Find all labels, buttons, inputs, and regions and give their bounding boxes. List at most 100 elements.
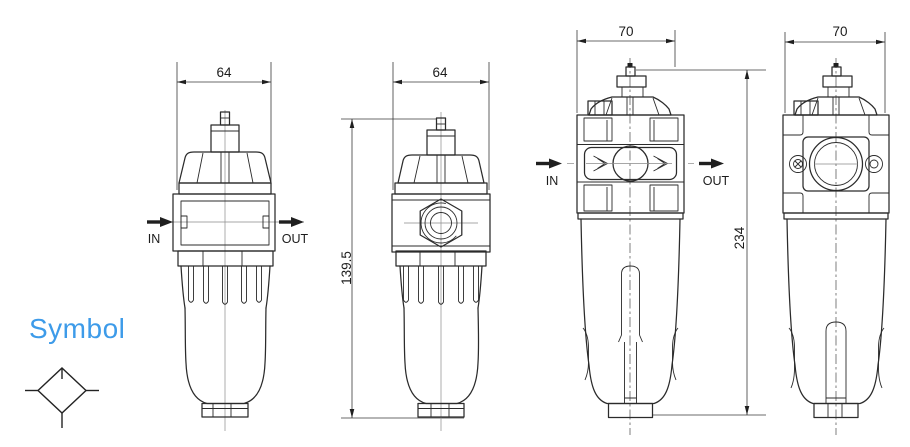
port-circle-outer [808, 136, 864, 192]
dimension-arrow-left [577, 38, 586, 44]
symbol-section: Symbol [25, 313, 125, 428]
top-tab-left [583, 117, 613, 142]
out-arrow-head [711, 158, 724, 169]
side-protrusion-divisions [800, 101, 811, 115]
out-arrow-head [291, 217, 304, 227]
dimension-arrow-right [262, 79, 271, 85]
symbol-section-title: Symbol [29, 313, 125, 344]
dimension-value: 70 [618, 24, 633, 39]
rib-section-sides [399, 265, 483, 309]
bowl-grooves [788, 327, 885, 389]
body-panel-lines [392, 199, 490, 247]
dimension-arrow-top [744, 70, 750, 79]
fill-plug-pin [831, 66, 842, 77]
out-label: OUT [282, 232, 309, 246]
adjuster-neck [621, 87, 644, 97]
width-dimension-64-front: 64 [176, 62, 272, 190]
in-flow-indicator: IN [147, 217, 173, 246]
bottom-tab-right [649, 184, 679, 212]
dimension-arrow-left [393, 79, 402, 85]
drain [813, 402, 859, 419]
view-lubricator-b-side: 70 [782, 24, 890, 435]
fill-plug-tip [833, 63, 839, 67]
dimension-arrow-right [666, 38, 675, 44]
in-arrow-head [549, 158, 562, 169]
hex-fitting [419, 198, 463, 248]
port-mark-left [180, 215, 188, 229]
width-dimension-70-side: 70 [784, 24, 886, 113]
drain [417, 402, 465, 418]
height-dimension-139-5: 139.5 [339, 118, 464, 419]
guard-ribs [188, 266, 262, 305]
drain-details [827, 403, 843, 418]
in-arrow-head [160, 217, 173, 227]
dimension-arrow-bottom [349, 409, 355, 418]
bowl-flange [177, 250, 274, 267]
drain [607, 402, 654, 419]
fill-plug-tip [627, 63, 633, 67]
dimension-arrow-left [785, 39, 794, 45]
adjuster-cap [616, 75, 647, 88]
width-dimension-64-side: 64 [392, 62, 490, 190]
dimension-value: 139.5 [339, 251, 354, 285]
width-dimension-70-front: 70 [576, 24, 676, 113]
bowl-grooves [582, 327, 679, 381]
lubricator-a-front-body [172, 111, 276, 418]
view-lubricator-b-front: 70 234 [536, 24, 766, 435]
sight-tube [825, 321, 847, 404]
port-circle-inner [430, 212, 452, 234]
view-lubricator-a-front: 64 IN [147, 62, 309, 431]
top-tab-right [649, 117, 679, 142]
sight-window [583, 146, 678, 181]
window-band-lines [577, 144, 684, 183]
out-flow-indicator: OUT [688, 158, 730, 188]
screw-left-cross [794, 160, 802, 168]
drain-details [418, 403, 464, 417]
corner-pads [783, 115, 889, 213]
bowl [184, 307, 267, 405]
in-label: IN [148, 232, 161, 246]
rib-section-sides [180, 265, 271, 309]
dimension-arrow-right [876, 39, 885, 45]
dome-cap-details [811, 97, 866, 116]
guard-ribs [403, 266, 479, 305]
port-circle-arc [420, 202, 462, 244]
body-block [172, 193, 276, 252]
dimension-value: 70 [832, 24, 847, 39]
dimension-arrow-left [177, 79, 186, 85]
bowl-rim [577, 212, 684, 220]
dimension-value: 64 [216, 65, 232, 80]
bowl-flange-divisions [419, 251, 456, 266]
adjuster-cap [822, 75, 853, 88]
extension-lines [392, 62, 490, 190]
fill-plug-pin [625, 66, 636, 77]
sight-tube [618, 265, 643, 404]
in-label: IN [546, 174, 559, 188]
bowl-flange-divisions [202, 251, 243, 266]
lubricator-b-front-body [576, 63, 685, 419]
screw-left [789, 155, 807, 173]
bowl [786, 218, 887, 405]
body-block [576, 114, 685, 214]
dimension-value: 64 [432, 65, 448, 80]
dimension-arrow-top [349, 119, 355, 128]
extension-lines [176, 62, 272, 190]
dimension-value: 234 [732, 226, 747, 249]
port-mark-right [262, 215, 270, 229]
bottom-tab-left [583, 184, 613, 212]
out-label: OUT [703, 174, 730, 188]
drain [201, 402, 249, 418]
dome-cap-details [605, 97, 660, 116]
lubricator-b-side-body [782, 63, 890, 419]
extension-lines [576, 30, 676, 113]
bowl-flange [395, 250, 487, 267]
height-dimension-234: 234 [636, 69, 766, 416]
view-lubricator-a-side: 64 139.5 [339, 62, 491, 431]
out-flow-indicator: OUT [279, 217, 309, 246]
screw-right [865, 155, 883, 173]
lubricator-a-side-body [391, 117, 491, 418]
extension-lines [784, 32, 886, 113]
port-circle-outer [424, 206, 458, 240]
